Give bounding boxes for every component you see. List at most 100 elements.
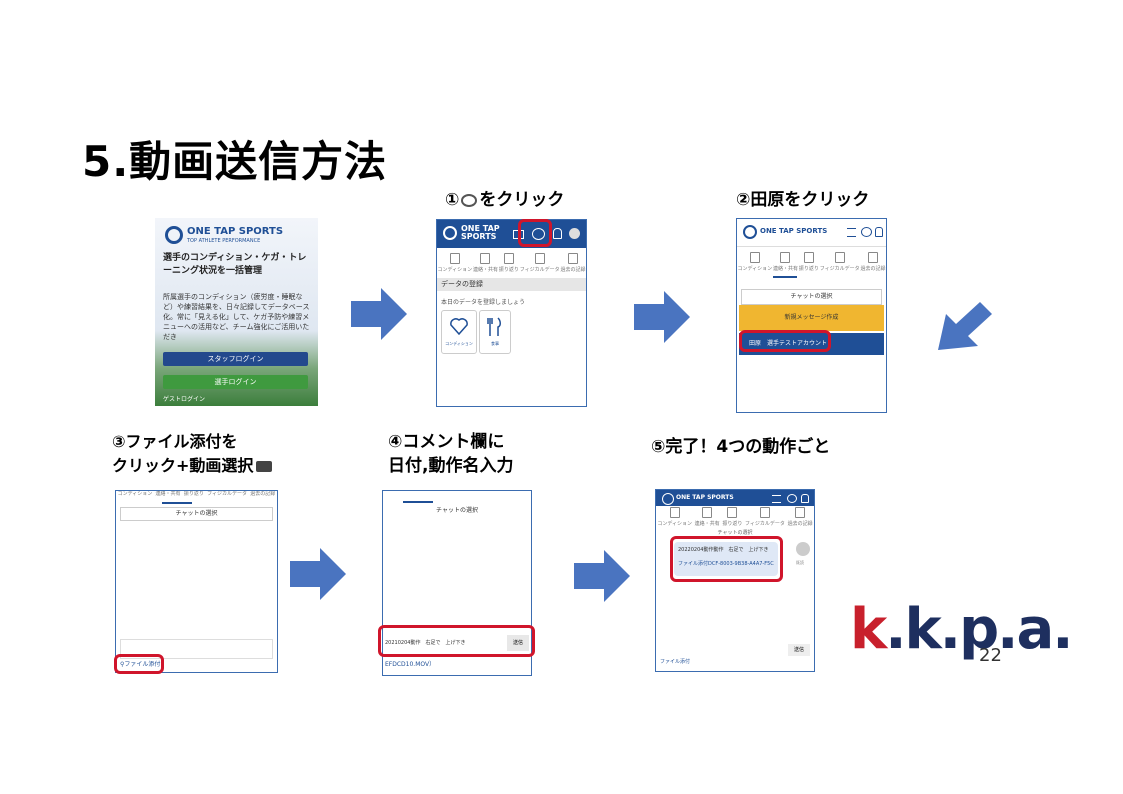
- step1-number: ①: [445, 190, 460, 210]
- nav-condition[interactable]: コンディション: [437, 253, 472, 273]
- nav-physical[interactable]: フィジカルデータ: [520, 253, 560, 273]
- read-label: 既読: [796, 560, 804, 565]
- nav-review[interactable]: 振り返り: [184, 491, 204, 497]
- chat-icon[interactable]: [787, 494, 797, 503]
- login-screenshot: ONE TAP SPORTS TOP ATHLETE PERFORMANCE 選…: [155, 218, 318, 406]
- attach-file-link[interactable]: ファイル添付: [660, 659, 691, 665]
- bell-icon[interactable]: [875, 227, 883, 237]
- nav-review[interactable]: 振り返り: [722, 507, 742, 527]
- login-headline: 選手のコンディション・ケガ・トレーニング状況を一括管理: [163, 253, 307, 276]
- nav-physical[interactable]: フィジカルデータ: [745, 507, 785, 527]
- app-brand-line1: ONE TAP: [461, 224, 500, 233]
- nav-history[interactable]: 過去の記録: [861, 252, 886, 272]
- clipboard-icon: [727, 507, 738, 518]
- nav-condition-label: コンディション: [117, 490, 153, 497]
- bell-icon[interactable]: [801, 494, 809, 503]
- nav-physical-label: フィジカルデータ: [519, 267, 560, 273]
- app-header: ONE TAP SPORTS: [737, 219, 886, 247]
- chat-select-header: チャットの選択: [120, 507, 273, 521]
- nav-share[interactable]: 連絡・共有: [695, 507, 720, 527]
- bell-icon[interactable]: [553, 228, 562, 239]
- clipboard-icon: [803, 252, 814, 263]
- nav-history-label: 過去の記録: [560, 267, 586, 273]
- message-highlight: [670, 536, 783, 582]
- kkpa-dot2: .: [939, 597, 961, 662]
- nav-share[interactable]: 連絡・共有: [773, 252, 798, 272]
- menu-icon[interactable]: [847, 228, 856, 237]
- attached-file-name: EFDCD10.MOV）: [385, 661, 436, 668]
- comment-input-highlight: [378, 625, 535, 657]
- nav-review[interactable]: 振り返り: [799, 252, 819, 272]
- slide-title: 5.動画送信方法: [82, 137, 388, 186]
- database-icon: [568, 253, 579, 264]
- nav-share-label: 連絡・共有: [772, 266, 798, 272]
- kkpa-k2: k: [904, 597, 942, 662]
- kkpa-p: p: [959, 597, 999, 662]
- nav-review[interactable]: 振り返り: [499, 253, 519, 273]
- chat-icon-highlight: [518, 219, 552, 247]
- nav-history[interactable]: 過去の記録: [788, 507, 813, 527]
- arrow-right-icon: [634, 291, 690, 343]
- chat-bubble-icon: [461, 194, 478, 207]
- chat-select-header: チャットの選択: [717, 530, 753, 536]
- condition-tile[interactable]: コンディション: [441, 310, 477, 354]
- guest-login-link[interactable]: ゲストログイン: [163, 396, 206, 403]
- app-brand-line2: SPORTS: [461, 232, 497, 241]
- chat-icon[interactable]: [861, 227, 872, 237]
- nav-review-label: 振り返り: [498, 267, 519, 273]
- nav-physical[interactable]: フィジカルデータ: [207, 491, 247, 497]
- avatar[interactable]: [569, 228, 580, 239]
- nav-review-label: 振り返り: [798, 266, 819, 272]
- chat-select-header: チャットの選択: [741, 289, 882, 305]
- menu-icon[interactable]: [772, 495, 781, 503]
- new-message-button[interactable]: 新規メッセージ作成: [739, 305, 884, 331]
- app-header: ONE TAP SPORTS: [437, 220, 586, 248]
- meal-tile[interactable]: 食事: [479, 310, 511, 354]
- nav-condition[interactable]: コンディション: [117, 490, 153, 497]
- sent-message-line2: ファイル添付DCF-8003-9B38-A4A7-F5CAE0DCD4.MOV: [678, 561, 774, 567]
- condition-icon: [749, 252, 760, 263]
- active-tab-indicator: [403, 501, 433, 503]
- arrow-right-icon: [290, 548, 346, 600]
- nav-share[interactable]: 連絡・共有: [156, 491, 181, 497]
- share-icon: [702, 507, 713, 518]
- send-button[interactable]: 送信: [507, 635, 529, 651]
- chat-icon[interactable]: [532, 228, 545, 240]
- step4-label-line1: ④コメント欄に: [388, 432, 505, 452]
- kkpa-a: a: [1016, 597, 1054, 662]
- comment-input[interactable]: [120, 639, 273, 659]
- step3-text: クリック+動画選択: [112, 456, 254, 475]
- paperclip-icon: ⚲: [120, 661, 125, 668]
- comment-input-field[interactable]: 20210204動作 右足で 上げ下き: [385, 640, 466, 646]
- chat-attach-screenshot: コンディション 連絡・共有 振り返り フィジカルデータ 過去の記録 チャットの選…: [115, 490, 278, 673]
- nav-share-label: 連絡・共有: [694, 521, 720, 527]
- share-icon: [480, 253, 491, 264]
- nav-history[interactable]: 過去の記録: [250, 491, 275, 497]
- logo-icon: [165, 226, 183, 244]
- chart-icon: [759, 507, 770, 518]
- data-register-header: データの登録: [437, 278, 586, 291]
- send-button[interactable]: 送信: [788, 644, 810, 656]
- nav-history[interactable]: 過去の記録: [561, 253, 586, 273]
- login-brand: ONE TAP SPORTS: [187, 226, 284, 237]
- condition-icon: [449, 253, 460, 264]
- nav-physical-label: フィジカルデータ: [745, 521, 785, 527]
- heart-icon: [450, 318, 468, 335]
- nav-condition[interactable]: コンディション: [657, 507, 692, 527]
- staff-login-button[interactable]: スタッフログイン: [163, 352, 308, 366]
- main-nav: コンディション 連絡・共有 振り返り フィジカルデータ 過去の記録: [437, 250, 586, 276]
- main-nav: コンディション 連絡・共有 振り返り フィジカルデータ 過去の記録: [737, 249, 886, 275]
- main-nav: コンディション 連絡・共有 振り返り フィジカルデータ 過去の記録: [116, 490, 277, 501]
- chat-select-header: チャットの選択: [436, 507, 478, 514]
- kkpa-dot4: .: [1052, 597, 1073, 662]
- player-login-button[interactable]: 選手ログイン: [163, 375, 308, 389]
- nav-share[interactable]: 連絡・共有: [473, 253, 498, 273]
- avatar: [796, 542, 810, 556]
- sent-message-line1: 20220204動作動作 右足で 上げ下き: [678, 547, 769, 553]
- arrow-right-icon: [574, 550, 630, 602]
- attach-file-link[interactable]: ⚲ファイル添付: [120, 659, 160, 668]
- nav-condition[interactable]: コンディション: [737, 252, 772, 272]
- nav-physical[interactable]: フィジカルデータ: [820, 252, 860, 272]
- contact-highlight: [739, 330, 831, 352]
- video-camera-icon: [256, 461, 273, 472]
